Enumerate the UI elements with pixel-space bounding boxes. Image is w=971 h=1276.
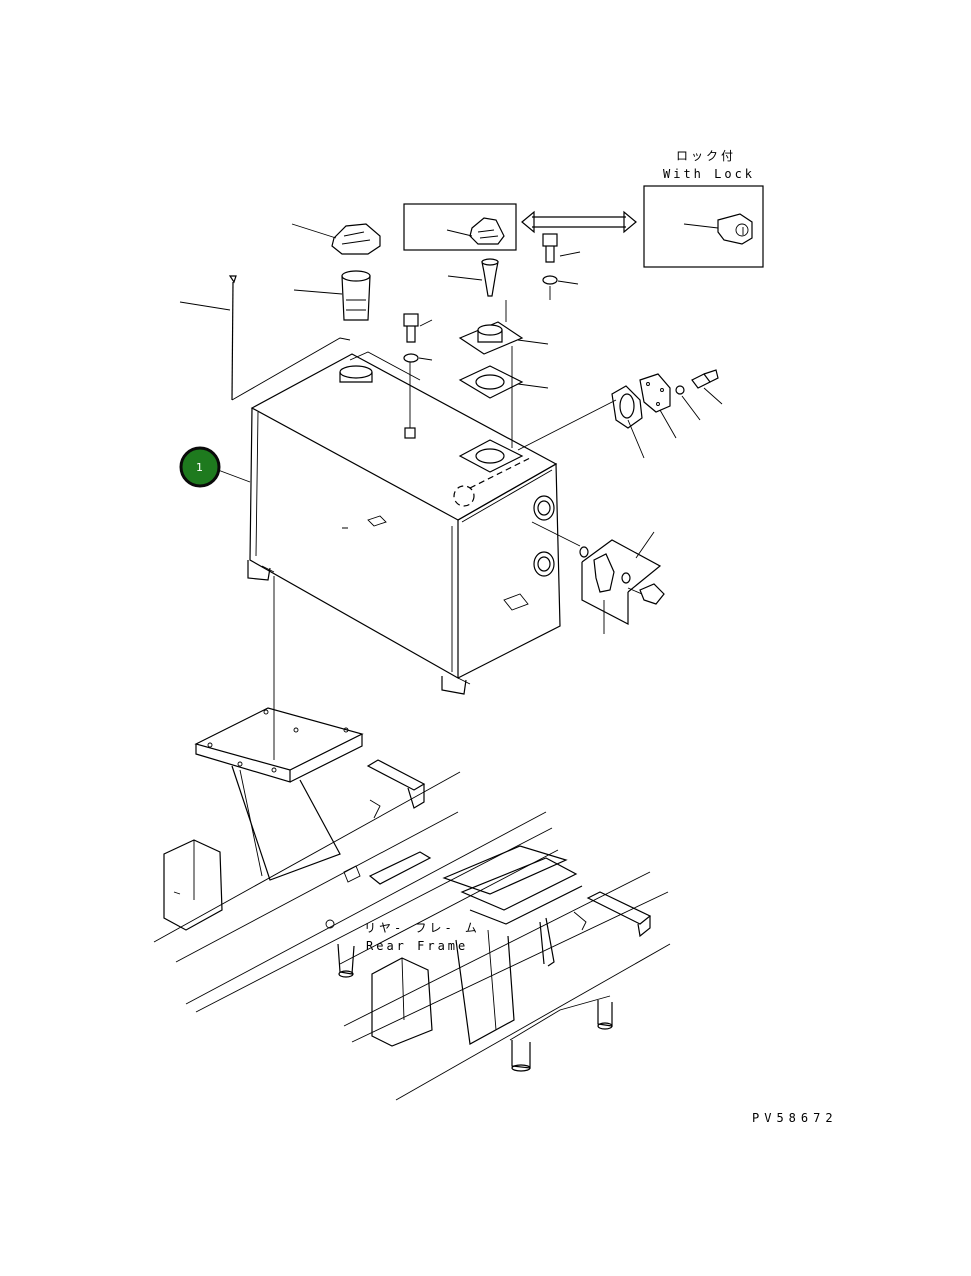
bolt-part-middle xyxy=(403,313,433,439)
callout-1-circle[interactable] xyxy=(179,446,221,488)
strainer-part xyxy=(447,258,499,297)
rear-frame xyxy=(153,759,671,1101)
bolt-part-top xyxy=(542,233,581,263)
with-lock-label-en: With Lock xyxy=(663,167,755,181)
with-lock-label-jp: ロック付 xyxy=(676,149,736,163)
cap-part-alternate xyxy=(446,217,505,245)
clamp-assembly xyxy=(531,521,665,634)
callout-1[interactable]: 1 xyxy=(179,446,221,488)
gasket-part xyxy=(458,365,549,399)
fuel-cap-part xyxy=(291,223,381,255)
drawing-code: PV58672 xyxy=(752,1111,838,1125)
hydraulic-tank-body xyxy=(247,351,561,695)
filler-neck-part xyxy=(293,270,371,321)
tank-mounting-bracket xyxy=(194,707,364,881)
rear-frame-label-jp: リヤ- フレ- ム xyxy=(364,921,480,935)
cover-plate-part xyxy=(458,321,549,355)
callout-leader xyxy=(217,469,251,483)
inspection-cover-parts xyxy=(517,369,723,459)
alternate-cap-box xyxy=(403,203,517,251)
rear-frame-label-en: Rear Frame xyxy=(366,939,468,953)
interchangeable-arrow xyxy=(521,210,637,234)
callout-1-number: 1 xyxy=(196,461,203,474)
washer-part-top xyxy=(542,275,579,300)
dipstick-part xyxy=(179,275,351,401)
with-lock-cap-box xyxy=(643,185,764,268)
locking-cap-part xyxy=(683,213,753,245)
